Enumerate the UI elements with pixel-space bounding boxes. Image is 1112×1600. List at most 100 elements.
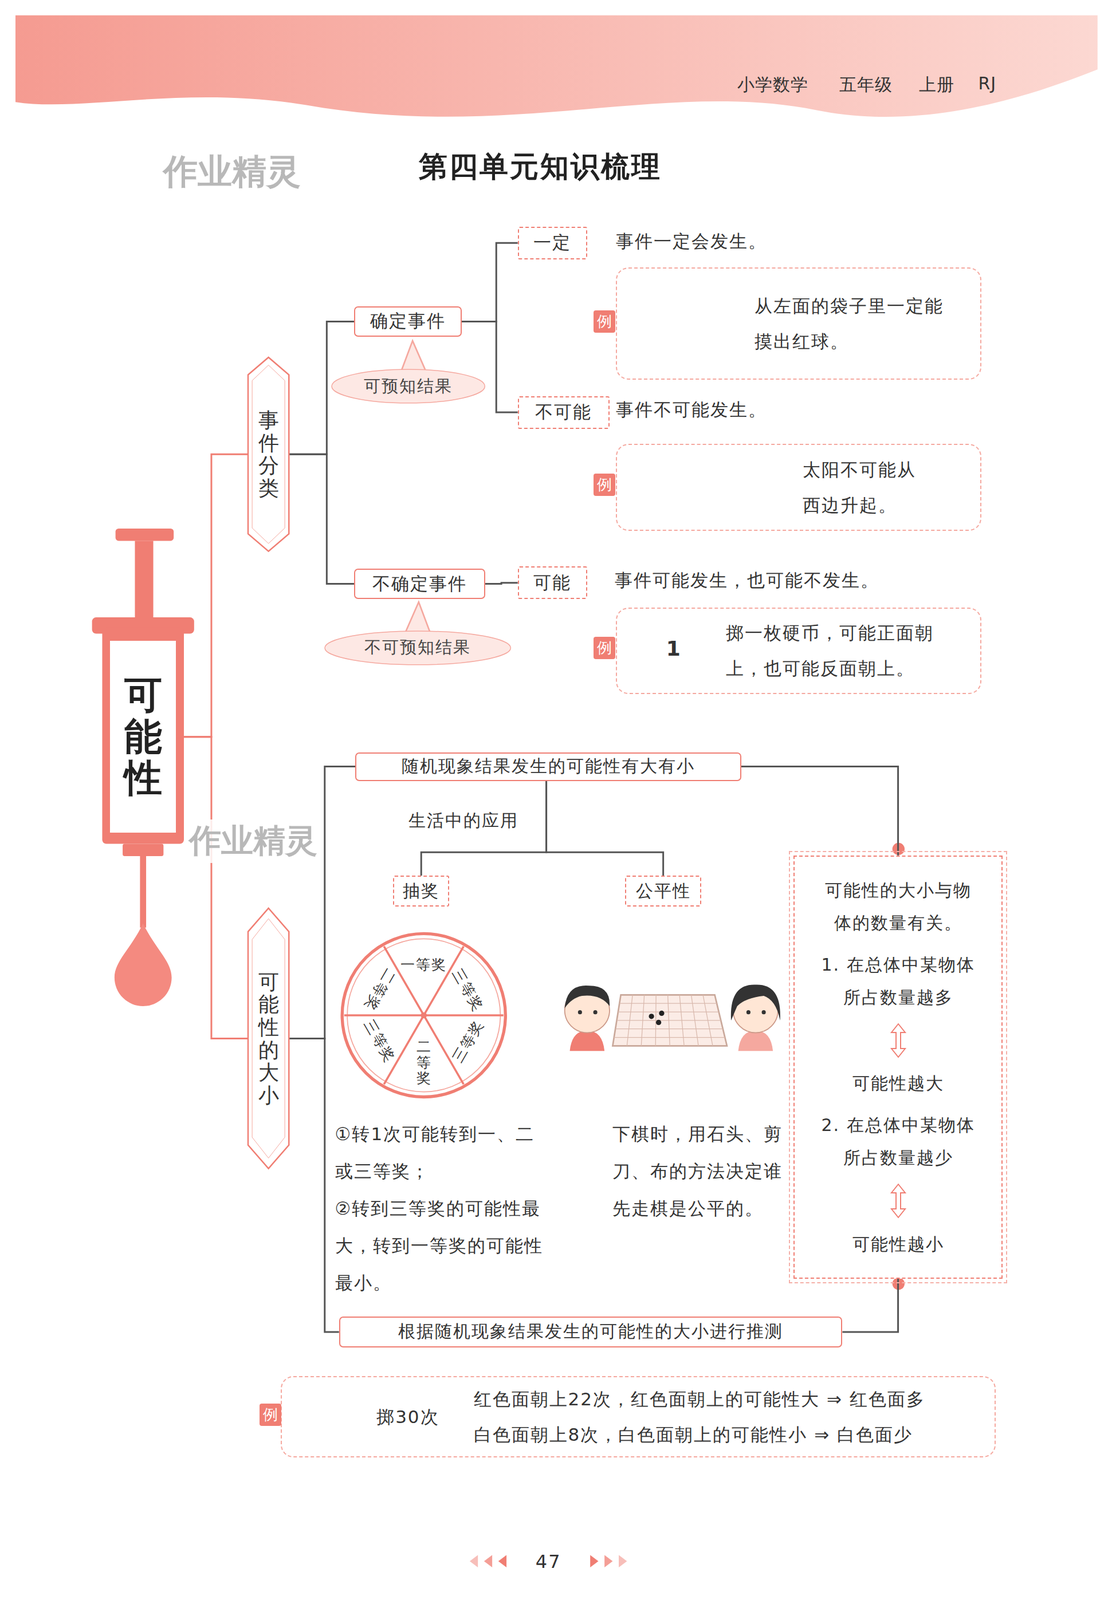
syringe — [114, 924, 172, 1007]
page-arrows — [604, 1555, 613, 1569]
double-arrow — [891, 1024, 906, 1058]
children-picture — [731, 984, 781, 1021]
page-title: 第四单元知识梳理 — [418, 147, 662, 187]
connector-line — [288, 1039, 339, 1333]
speech-bubble: 可预知结果 — [331, 369, 485, 404]
syringe — [139, 856, 147, 929]
syringe — [134, 540, 153, 631]
node-text: 可能性越小 — [819, 1228, 977, 1261]
topic-box: 随机现象结果发生的可能性有大有小 — [355, 752, 742, 782]
keyword-box: 可能 — [517, 566, 588, 600]
text-column: 红色面朝上22次，红色面朝上的可能性大 ⇒ 红色面多白色面朝上8次，白色面朝上的… — [473, 1381, 926, 1453]
node-text: 红色面朝上22次，红色面朝上的可能性大 ⇒ 红色面多 — [473, 1381, 926, 1418]
node-text: 随机现象结果发生的可能性有大有小 — [401, 755, 695, 779]
node-text: 事件分类 — [258, 409, 280, 500]
speech-bubble: 不可预知结果 — [324, 631, 511, 666]
rule-box: 可能性的大小与物体的数量有关。1. 在总体中某物体所占数量越多可能性越大2. 在… — [793, 855, 1003, 1280]
header-text: 小学数学 — [737, 73, 809, 97]
connector-line — [288, 454, 355, 584]
example-badge: 例 — [259, 1404, 282, 1427]
note-text: ②转到三等奖的可能性最大，转到一等奖的可能性最小。 — [335, 1190, 552, 1303]
category-banner: 事件分类 — [248, 357, 289, 552]
node-text: 公平性 — [635, 879, 691, 904]
spinner-picture — [423, 1014, 504, 1017]
definition-text: 事件可能发生，也可能不发生。 — [614, 568, 880, 593]
example-badge: 例 — [593, 637, 616, 660]
example-badge: 例 — [593, 310, 616, 333]
node-text: 可能性的大小 — [258, 971, 280, 1108]
example-box: 从左面的袋子里一定能摸出红球。 — [615, 267, 982, 380]
page-arrows — [469, 1555, 478, 1569]
children-picture — [679, 995, 685, 1047]
connector-line — [175, 454, 249, 738]
topic-box: 根据随机现象结果发生的可能性的大小进行推测 — [339, 1317, 843, 1348]
children-picture — [648, 1014, 654, 1020]
node-text: 可预知结果 — [363, 375, 453, 399]
children-picture — [655, 995, 657, 1047]
prize-label: 一等奖 — [400, 955, 447, 975]
node-text: 2. 在总体中某物体所占数量越少 — [819, 1109, 977, 1175]
children-picture — [691, 995, 699, 1047]
spinner-picture — [344, 1014, 424, 1017]
children-picture — [761, 1010, 766, 1015]
children-picture — [658, 1011, 664, 1017]
page-arrows — [590, 1555, 599, 1569]
bubble-shape — [324, 631, 511, 666]
node-text: 太阳不可能从西边升起。 — [802, 452, 925, 524]
syringe — [101, 627, 184, 845]
children-picture — [746, 1010, 751, 1015]
node-text: 不确定事件 — [372, 572, 467, 597]
event-box: 不确定事件 — [354, 568, 485, 600]
connector-line — [741, 767, 899, 856]
watermark: 作业精灵 — [163, 148, 301, 196]
children-picture — [612, 995, 728, 1047]
syringe — [122, 844, 164, 857]
example-box: 掷30次红色面朝上22次，红色面朝上的可能性大 ⇒ 红色面多白色面朝上8次，白色… — [280, 1376, 996, 1459]
children-picture — [655, 1020, 662, 1026]
children-picture — [668, 995, 671, 1047]
connector-line — [546, 781, 664, 877]
coin-number: 1 — [666, 636, 682, 660]
double-arrow — [889, 1023, 907, 1059]
page-arrows — [484, 1555, 493, 1569]
children-picture — [641, 995, 644, 1047]
watermark: 作业精灵 — [189, 819, 318, 864]
node-text: 可能性的大小与物体的数量有关。 — [819, 874, 977, 940]
children-picture — [614, 995, 726, 1047]
example-box: 太阳不可能从西边升起。 — [615, 443, 982, 532]
bubble-shape — [331, 369, 485, 404]
children-picture — [593, 1010, 598, 1015]
node-text: 根据随机现象结果发生的可能性的大小进行推测 — [398, 1320, 784, 1345]
node-text: 可能 — [533, 571, 572, 596]
double-arrow — [889, 1183, 907, 1220]
node-text: 掷30次 — [376, 1399, 439, 1436]
connector-line — [288, 767, 356, 1040]
spinner-picture — [420, 1012, 427, 1020]
double-arrow — [891, 1184, 906, 1218]
children-picture — [564, 985, 610, 1009]
children-picture — [564, 984, 781, 1052]
page-number: 47 — [535, 1551, 562, 1574]
node-text: 一定 — [533, 230, 572, 255]
spinner-picture — [342, 933, 506, 1098]
connector-line — [461, 321, 518, 413]
keyword-box: 不可能 — [517, 396, 610, 430]
banner-shape — [252, 918, 285, 1159]
keyword-box: 抽奖 — [393, 875, 450, 907]
children-picture — [578, 1010, 583, 1015]
bubble-tail — [404, 602, 431, 635]
node-text: 不可能 — [535, 400, 592, 425]
node-text: 白色面朝上8次，白色面朝上的可能性小 ⇒ 白色面少 — [473, 1417, 926, 1453]
page-arrows — [498, 1555, 507, 1569]
category-banner: 可能性的大小 — [248, 908, 289, 1170]
definition-text: 事件不可能发生。 — [615, 398, 768, 423]
children-picture — [570, 1031, 605, 1052]
banner-shape — [248, 357, 289, 552]
children-picture — [702, 995, 713, 1047]
node-text: 抽奖 — [402, 879, 440, 904]
connector-dot — [892, 843, 905, 856]
header-band — [15, 15, 1098, 117]
node-text: 1. 在总体中某物体所占数量越多 — [819, 948, 977, 1015]
syringe-title: 可能性 — [109, 641, 176, 833]
node-text: 不可预知结果 — [364, 636, 471, 660]
